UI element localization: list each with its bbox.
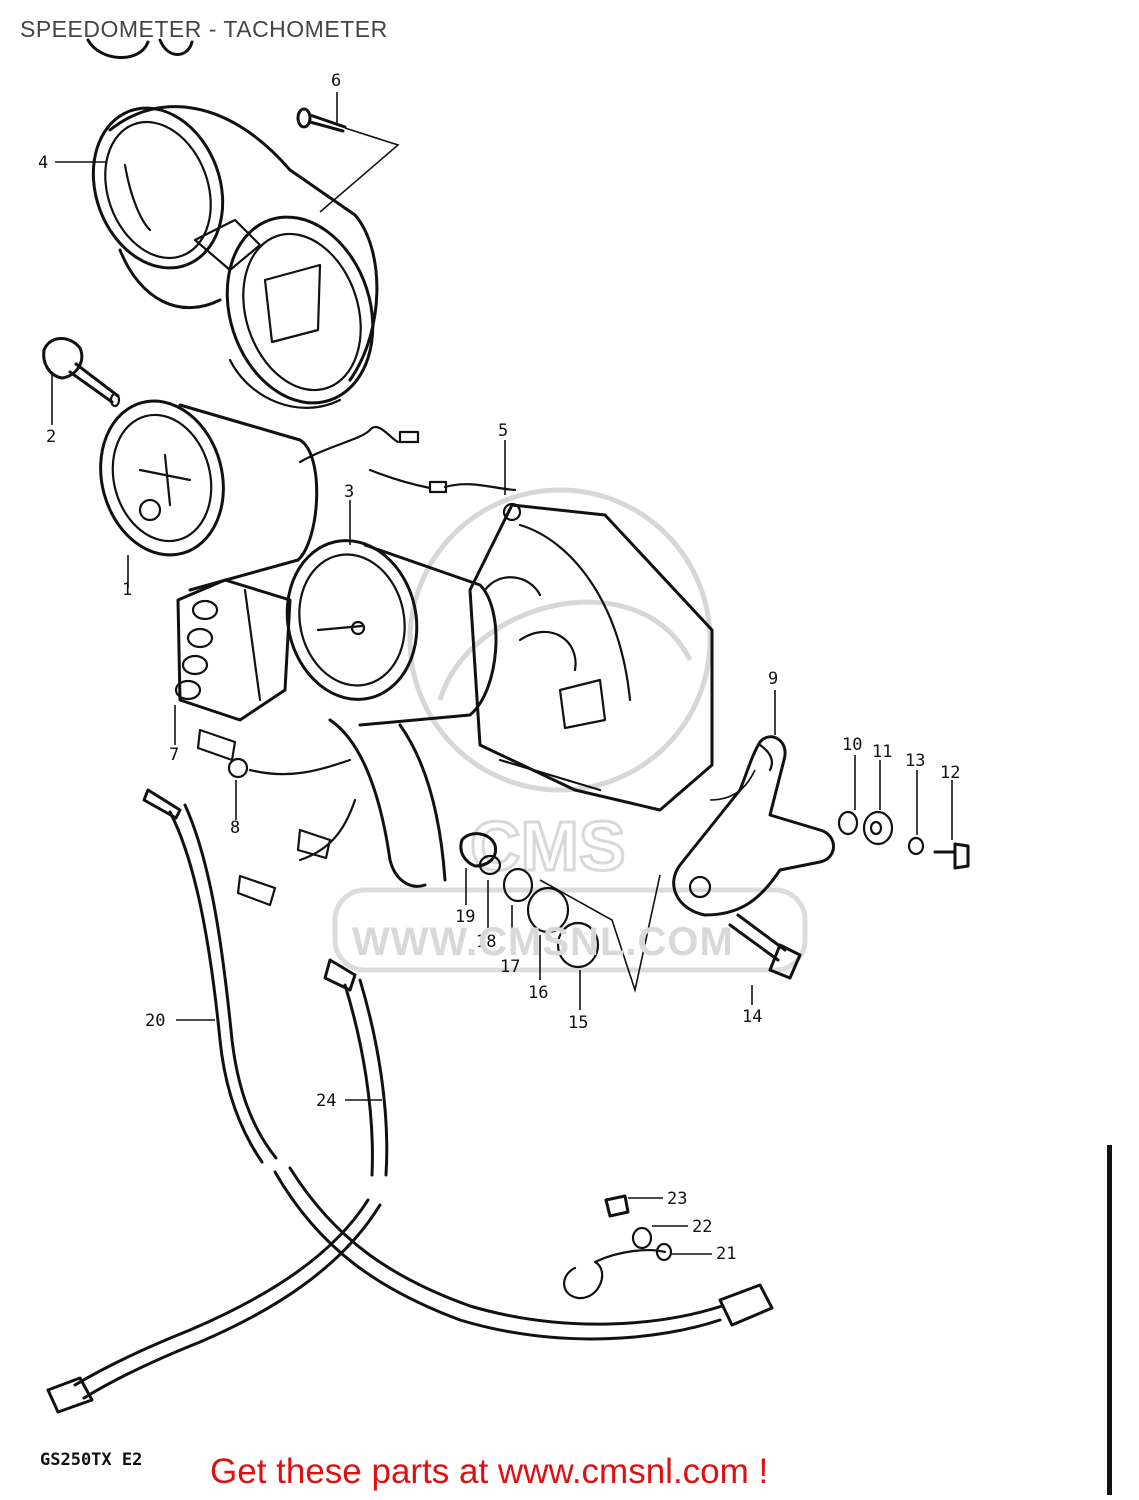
leader-lines (51, 92, 953, 1255)
meter-case (91, 105, 379, 409)
footer-link[interactable]: Get these parts at www.cmsnl.com ! (210, 1452, 769, 1491)
socket-harness-8 (196, 718, 447, 907)
callout-20: 20 (145, 1011, 165, 1031)
watermark-logo: CMS (332, 487, 808, 973)
lamp-wire (298, 426, 517, 494)
speedometer (99, 399, 319, 592)
callout-3: 3 (344, 482, 354, 502)
callout-12: 12 (940, 763, 960, 783)
tachometer-cable-24 (46, 958, 389, 1414)
watermark-text: WWW.CMSNL.COM (352, 920, 734, 964)
callout-10: 10 (842, 735, 862, 755)
top-cropped-part (86, 38, 194, 59)
callout-8: 8 (230, 818, 240, 838)
callout-15: 15 (568, 1013, 588, 1033)
callout-9: 9 (768, 669, 778, 689)
page-title: SPEEDOMETER - TACHOMETER (20, 16, 388, 42)
small-hardware (563, 1194, 673, 1300)
screw-6 (296, 107, 400, 213)
trip-knob-2 (42, 337, 121, 408)
callout-19: 19 (455, 907, 475, 927)
model-code: GS250TX E2 (40, 1450, 143, 1470)
callout-18: 18 (476, 932, 496, 952)
callout-1: 1 (122, 580, 132, 600)
callout-23: 23 (667, 1189, 687, 1209)
callout-24: 24 (316, 1091, 336, 1111)
bracket-hardware (837, 810, 970, 870)
callout-6: 6 (331, 71, 341, 91)
bolt-14 (728, 913, 802, 980)
bracket-9 (672, 735, 835, 917)
callout-5: 5 (498, 421, 508, 441)
callout-numbers: 1 2 3 4 5 6 7 8 9 10 11 12 13 14 15 16 1… (38, 71, 960, 1264)
callout-21: 21 (716, 1244, 736, 1264)
grommet-stack (459, 832, 661, 994)
tachometer (285, 539, 498, 727)
callout-13: 13 (905, 751, 925, 771)
speedometer-cable-20 (142, 788, 774, 1341)
callout-11: 11 (872, 742, 892, 762)
callout-2: 2 (46, 427, 56, 447)
callout-16: 16 (528, 983, 548, 1003)
callout-22: 22 (692, 1217, 712, 1237)
indicator-housing-7 (174, 578, 292, 722)
callout-4: 4 (38, 153, 48, 173)
meter-cover-5 (468, 502, 714, 812)
callout-14: 14 (742, 1007, 762, 1027)
callout-17: 17 (500, 957, 520, 977)
callout-7: 7 (169, 745, 179, 765)
page-edge-bar (1107, 1145, 1112, 1495)
